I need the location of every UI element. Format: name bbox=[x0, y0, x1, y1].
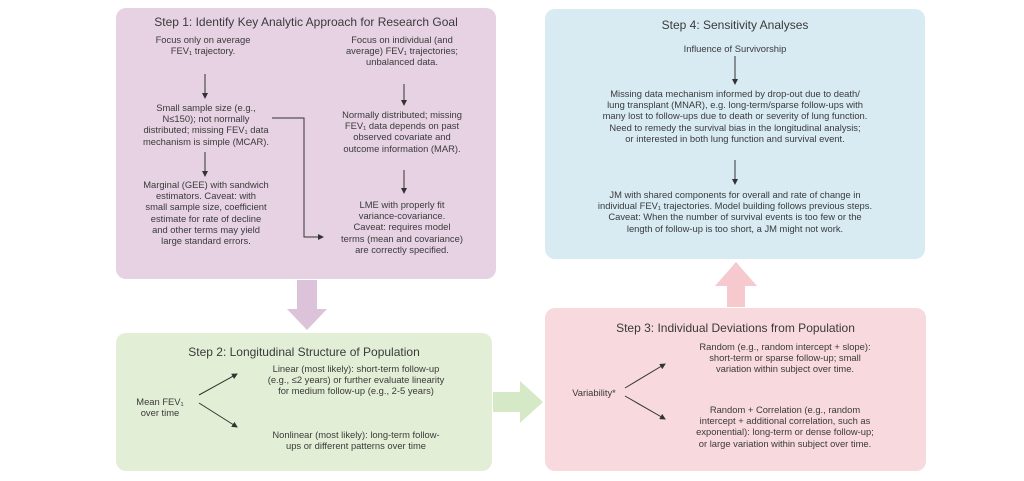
step1-right-method: LME with properly fit variance-covarianc… bbox=[341, 199, 463, 255]
step4-box: Step 4: Sensitivity Analyses Influence o… bbox=[545, 9, 925, 259]
step2-box: Step 2: Longitudinal Structure of Popula… bbox=[116, 333, 492, 471]
step3-branch-random-correlation: Random + Correlation (e.g., random inter… bbox=[696, 404, 874, 449]
step3-root-label: Variability* bbox=[572, 387, 616, 398]
arrow-s3-correlation bbox=[624, 395, 666, 420]
step1-right-condition: Normally distributed; missing FEV₁ data … bbox=[342, 109, 462, 154]
step1-right-focus: Focus on individual (and average) FEV₁ t… bbox=[345, 34, 459, 68]
step2-title: Step 2: Longitudinal Structure of Popula… bbox=[188, 345, 420, 359]
step1-left-method: Marginal (GEE) with sandwich estimators.… bbox=[143, 179, 269, 247]
arrow-s2-linear bbox=[198, 373, 238, 396]
arrow-step3-to-step4 bbox=[715, 262, 757, 307]
step1-left-focus: Focus only on average FEV₁ trajectory. bbox=[155, 34, 251, 57]
arrow-step1-to-step2 bbox=[287, 280, 327, 330]
arrow-s3-random bbox=[624, 363, 666, 389]
step3-branch-random: Random (e.g., random intercept + slope):… bbox=[699, 341, 871, 375]
step3-box: Step 3: Individual Deviations from Popul… bbox=[545, 308, 926, 471]
step1-box: Step 1: Identify Key Analytic Approach f… bbox=[116, 8, 496, 279]
step2-branch-linear: Linear (most likely): short-term follow-… bbox=[267, 363, 445, 397]
step2-root-label: Mean FEV₁ over time bbox=[136, 396, 184, 419]
arrow-s2-nonlinear bbox=[198, 402, 238, 428]
step3-title: Step 3: Individual Deviations from Popul… bbox=[616, 321, 855, 335]
step4-influence: Influence of Survivorship bbox=[683, 43, 787, 54]
arrow-s1-cross bbox=[272, 117, 324, 240]
arrow-step2-to-step3 bbox=[493, 381, 543, 423]
step2-branch-nonlinear: Nonlinear (most likely): long-term follo… bbox=[272, 429, 440, 452]
step4-jm: JM with shared components for overall an… bbox=[597, 189, 873, 234]
step1-left-condition: Small sample size (e.g., N≤150); not nor… bbox=[142, 102, 270, 147]
step1-title: Step 1: Identify Key Analytic Approach f… bbox=[154, 15, 458, 29]
step4-missing-data: Missing data mechanism informed by drop-… bbox=[602, 88, 868, 144]
step4-title: Step 4: Sensitivity Analyses bbox=[661, 18, 809, 32]
